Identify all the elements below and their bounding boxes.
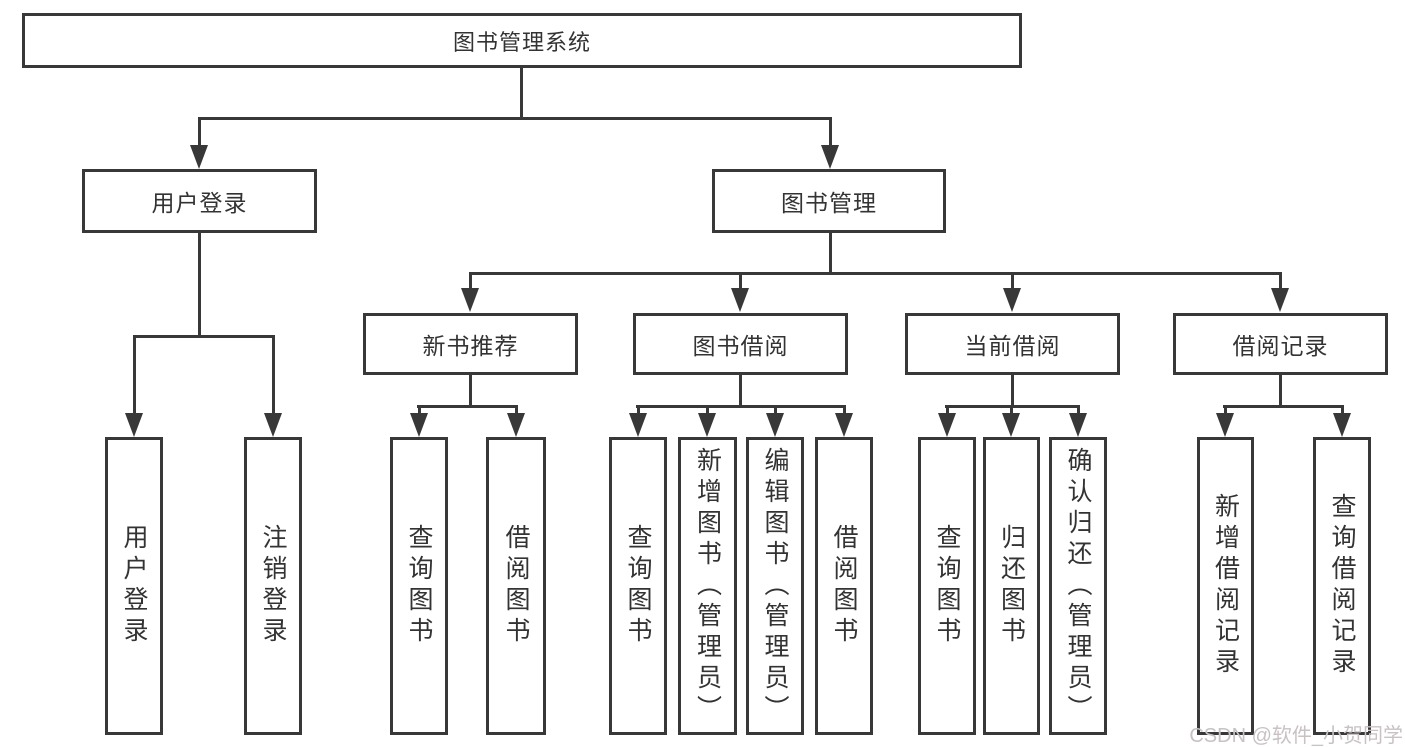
arrow-down — [1216, 413, 1234, 437]
connector-line — [198, 117, 832, 120]
connector-line — [843, 405, 846, 419]
connector-line — [739, 272, 742, 292]
leaf-query-books: 查询图书 — [609, 437, 667, 735]
leaf-query-borrow-record: 查询借阅记录 — [1313, 437, 1371, 735]
connector-line — [272, 335, 275, 417]
connector-line — [198, 117, 201, 149]
arrow-down — [1003, 288, 1021, 312]
arrow-down — [629, 413, 647, 437]
leaf-user-login: 用户登录 — [105, 437, 163, 735]
connector-line — [1077, 405, 1080, 419]
connector-line — [637, 405, 640, 419]
arrow-down — [835, 413, 853, 437]
arrow-down — [264, 413, 282, 437]
connector-line — [469, 272, 1282, 275]
connector-line — [636, 405, 846, 408]
connector-line — [520, 68, 523, 119]
arrow-down — [190, 145, 208, 169]
connector-line — [1010, 405, 1013, 419]
node-new-book-recommendation: 新书推荐 — [363, 313, 578, 375]
connector-line — [739, 373, 742, 408]
leaf-return-books: 归还图书 — [983, 437, 1040, 735]
arrow-down — [461, 288, 479, 312]
node-book-borrowing: 图书借阅 — [633, 313, 848, 375]
connector-line — [515, 405, 518, 419]
connector-line — [774, 405, 777, 419]
connector-line — [1279, 373, 1282, 408]
node-user-login: 用户登录 — [82, 169, 317, 233]
connector-line — [469, 272, 472, 292]
arrow-down — [1333, 413, 1351, 437]
arrow-down — [821, 145, 839, 169]
arrow-down — [410, 413, 428, 437]
arrow-down — [1002, 413, 1020, 437]
leaf-query-books: 查询图书 — [918, 437, 976, 735]
connector-line — [829, 231, 832, 275]
leaf-logout-login: 注销登录 — [244, 437, 302, 735]
arrow-down — [507, 413, 525, 437]
leaf-confirm-return-admin: 确认归还（管理员） — [1049, 437, 1107, 735]
watermark-csdn: CSDN @软件_小贺同学 — [1189, 725, 1403, 747]
arrow-down — [1271, 288, 1289, 312]
connector-line — [1341, 405, 1344, 419]
connector-line — [198, 231, 201, 337]
node-book-management: 图书管理 — [712, 169, 946, 233]
arrow-down — [766, 413, 784, 437]
leaf-borrow-books: 借阅图书 — [815, 437, 873, 735]
connector-line — [1223, 405, 1343, 408]
connector-line — [418, 405, 421, 419]
connector-line — [133, 335, 275, 338]
leaf-edit-book-admin: 编辑图书（管理员） — [746, 437, 804, 735]
arrow-down — [125, 413, 143, 437]
connector-line — [1011, 373, 1014, 408]
arrow-down — [1069, 413, 1087, 437]
leaf-query-books: 查询图书 — [390, 437, 448, 735]
connector-line — [133, 335, 136, 417]
leaf-add-borrow-record: 新增借阅记录 — [1197, 437, 1254, 735]
connector-line — [706, 405, 709, 419]
connector-line — [469, 373, 472, 408]
connector-line — [417, 405, 518, 408]
node-current-borrowing: 当前借阅 — [905, 313, 1120, 375]
node-borrowing-records: 借阅记录 — [1173, 313, 1388, 375]
leaf-add-book-admin: 新增图书（管理员） — [678, 437, 737, 735]
connector-line — [1224, 405, 1227, 419]
connector-line — [1011, 272, 1014, 292]
node-library-management-system: 图书管理系统 — [22, 13, 1022, 68]
arrow-down — [731, 288, 749, 312]
connector-line — [829, 117, 832, 149]
arrow-down — [698, 413, 716, 437]
arrow-down — [938, 413, 956, 437]
connector-line — [1279, 272, 1282, 292]
connector-line — [946, 405, 949, 419]
leaf-borrow-books: 借阅图书 — [486, 437, 546, 735]
